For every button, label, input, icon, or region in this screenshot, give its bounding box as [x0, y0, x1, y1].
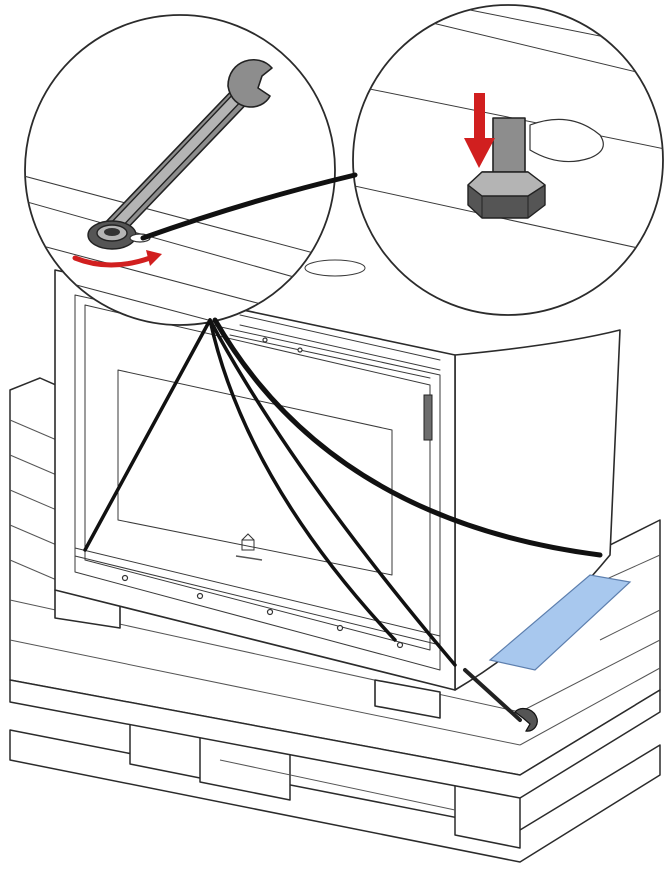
rotate-arrow-icon [72, 255, 153, 268]
callout-straps [83, 172, 603, 667]
wrench-open-end [227, 58, 273, 108]
slot-hole [529, 118, 604, 163]
blue-protective-plate [488, 574, 632, 671]
stove-hinge [423, 394, 433, 441]
stove-door-glass [84, 304, 431, 651]
stove-rail-screws [121, 337, 404, 649]
pallet-front-edge [9, 679, 661, 799]
stove-inner-frame [74, 294, 441, 671]
stove-front-frame [54, 269, 456, 691]
stove [54, 259, 621, 719]
stove-side-panel [454, 329, 621, 691]
down-arrow-icon [464, 93, 495, 168]
detail-bolt-insert [352, 4, 664, 316]
flue-collar [304, 259, 366, 277]
wrench-small-icon [463, 668, 538, 732]
stove-foot-right [374, 679, 441, 719]
stove-viewing-window [117, 369, 393, 576]
brand-logo-icon [235, 533, 263, 561]
